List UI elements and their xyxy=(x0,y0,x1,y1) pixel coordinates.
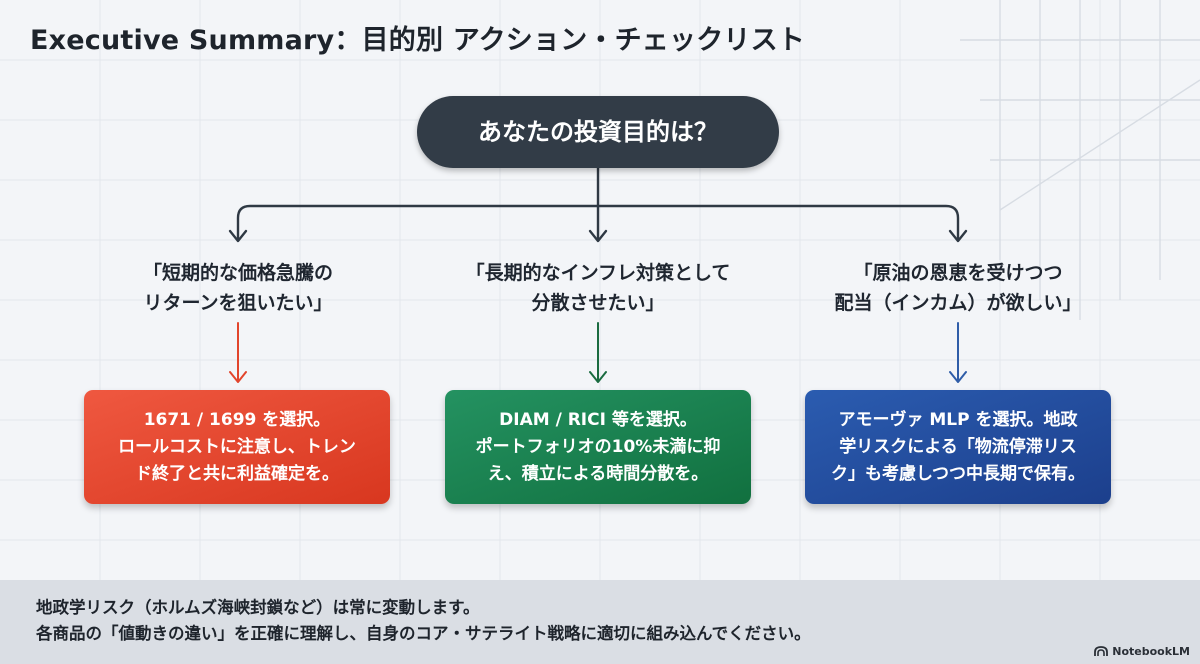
action-box-income: アモーヴァ MLP を選択。地政 学リスクによる「物流停滞リス ク」も考慮しつつ… xyxy=(805,390,1111,504)
action-line: DIAM / RICI 等を選択。 xyxy=(499,409,697,430)
action-line: 学リスクによる「物流停滞リス xyxy=(839,436,1077,457)
footer-line: 各商品の「値動きの違い」を正確に理解し、自身のコア・サテライト戦略に適切に組み込… xyxy=(36,624,811,643)
footer-text: 地政学リスク（ホルムズ海峡封鎖など）は常に変動します。 各商品の「値動きの違い」… xyxy=(36,595,811,647)
branch-question-long-term: 「長期的なインフレ対策として 分散させたい」 xyxy=(448,258,748,318)
footer-line: 地政学リスク（ホルムズ海峡封鎖など）は常に変動します。 xyxy=(36,598,480,617)
question-line: 分散させたい」 xyxy=(531,292,665,314)
arrowhead-center-top xyxy=(588,229,608,243)
action-line: ロールコストに注意し、トレン xyxy=(118,436,356,457)
action-line: ク」も考慮しつつ中長期で保有。 xyxy=(831,463,1085,484)
root-question-node: あなたの投資目的は？ xyxy=(417,96,779,168)
notebooklm-watermark: NotebookLM xyxy=(1094,645,1190,658)
branch-question-short-term: 「短期的な価格急騰の リターンを狙いたい」 xyxy=(88,258,388,318)
page-title: Executive Summary：目的別 アクション・チェックリスト xyxy=(30,25,805,56)
question-line: リターンを狙いたい」 xyxy=(143,292,333,314)
brand-label: NotebookLM xyxy=(1112,645,1190,658)
action-line: 1671 / 1699 を選択。 xyxy=(143,409,331,430)
arrow-red xyxy=(229,322,247,383)
notebooklm-logo-icon xyxy=(1094,646,1109,656)
arrowhead-right-top xyxy=(948,229,968,243)
action-box-long-term: DIAM / RICI 等を選択。 ポートフォリオの10%未満に抑 え、積立によ… xyxy=(445,390,751,504)
action-line: ド終了と共に利益確定を。 xyxy=(134,463,339,484)
action-line: え、積立による時間分散を。 xyxy=(487,463,709,484)
arrowhead-left-top xyxy=(228,229,248,243)
arrow-blue xyxy=(949,322,967,383)
question-line: 「長期的なインフレ対策として xyxy=(465,262,731,284)
branch-question-income: 「原油の恩恵を受けつつ 配当（インカム）が欲しい」 xyxy=(798,258,1118,318)
flow-connectors xyxy=(228,166,968,383)
arrow-green xyxy=(589,322,607,383)
action-box-short-term: 1671 / 1699 を選択。 ロールコストに注意し、トレン ド終了と共に利益… xyxy=(84,390,390,504)
question-line: 配当（インカム）が欲しい」 xyxy=(834,292,1082,314)
connector-right xyxy=(596,204,960,242)
connector-left xyxy=(236,204,600,242)
question-line: 「原油の恩恵を受けつつ xyxy=(853,262,1063,284)
footer-note: 地政学リスク（ホルムズ海峡封鎖など）は常に変動します。 各商品の「値動きの違い」… xyxy=(0,580,1200,664)
action-line: アモーヴァ MLP を選択。地政 xyxy=(838,409,1078,430)
action-line: ポートフォリオの10%未満に抑 xyxy=(475,436,721,457)
question-line: 「短期的な価格急騰の xyxy=(142,262,333,284)
